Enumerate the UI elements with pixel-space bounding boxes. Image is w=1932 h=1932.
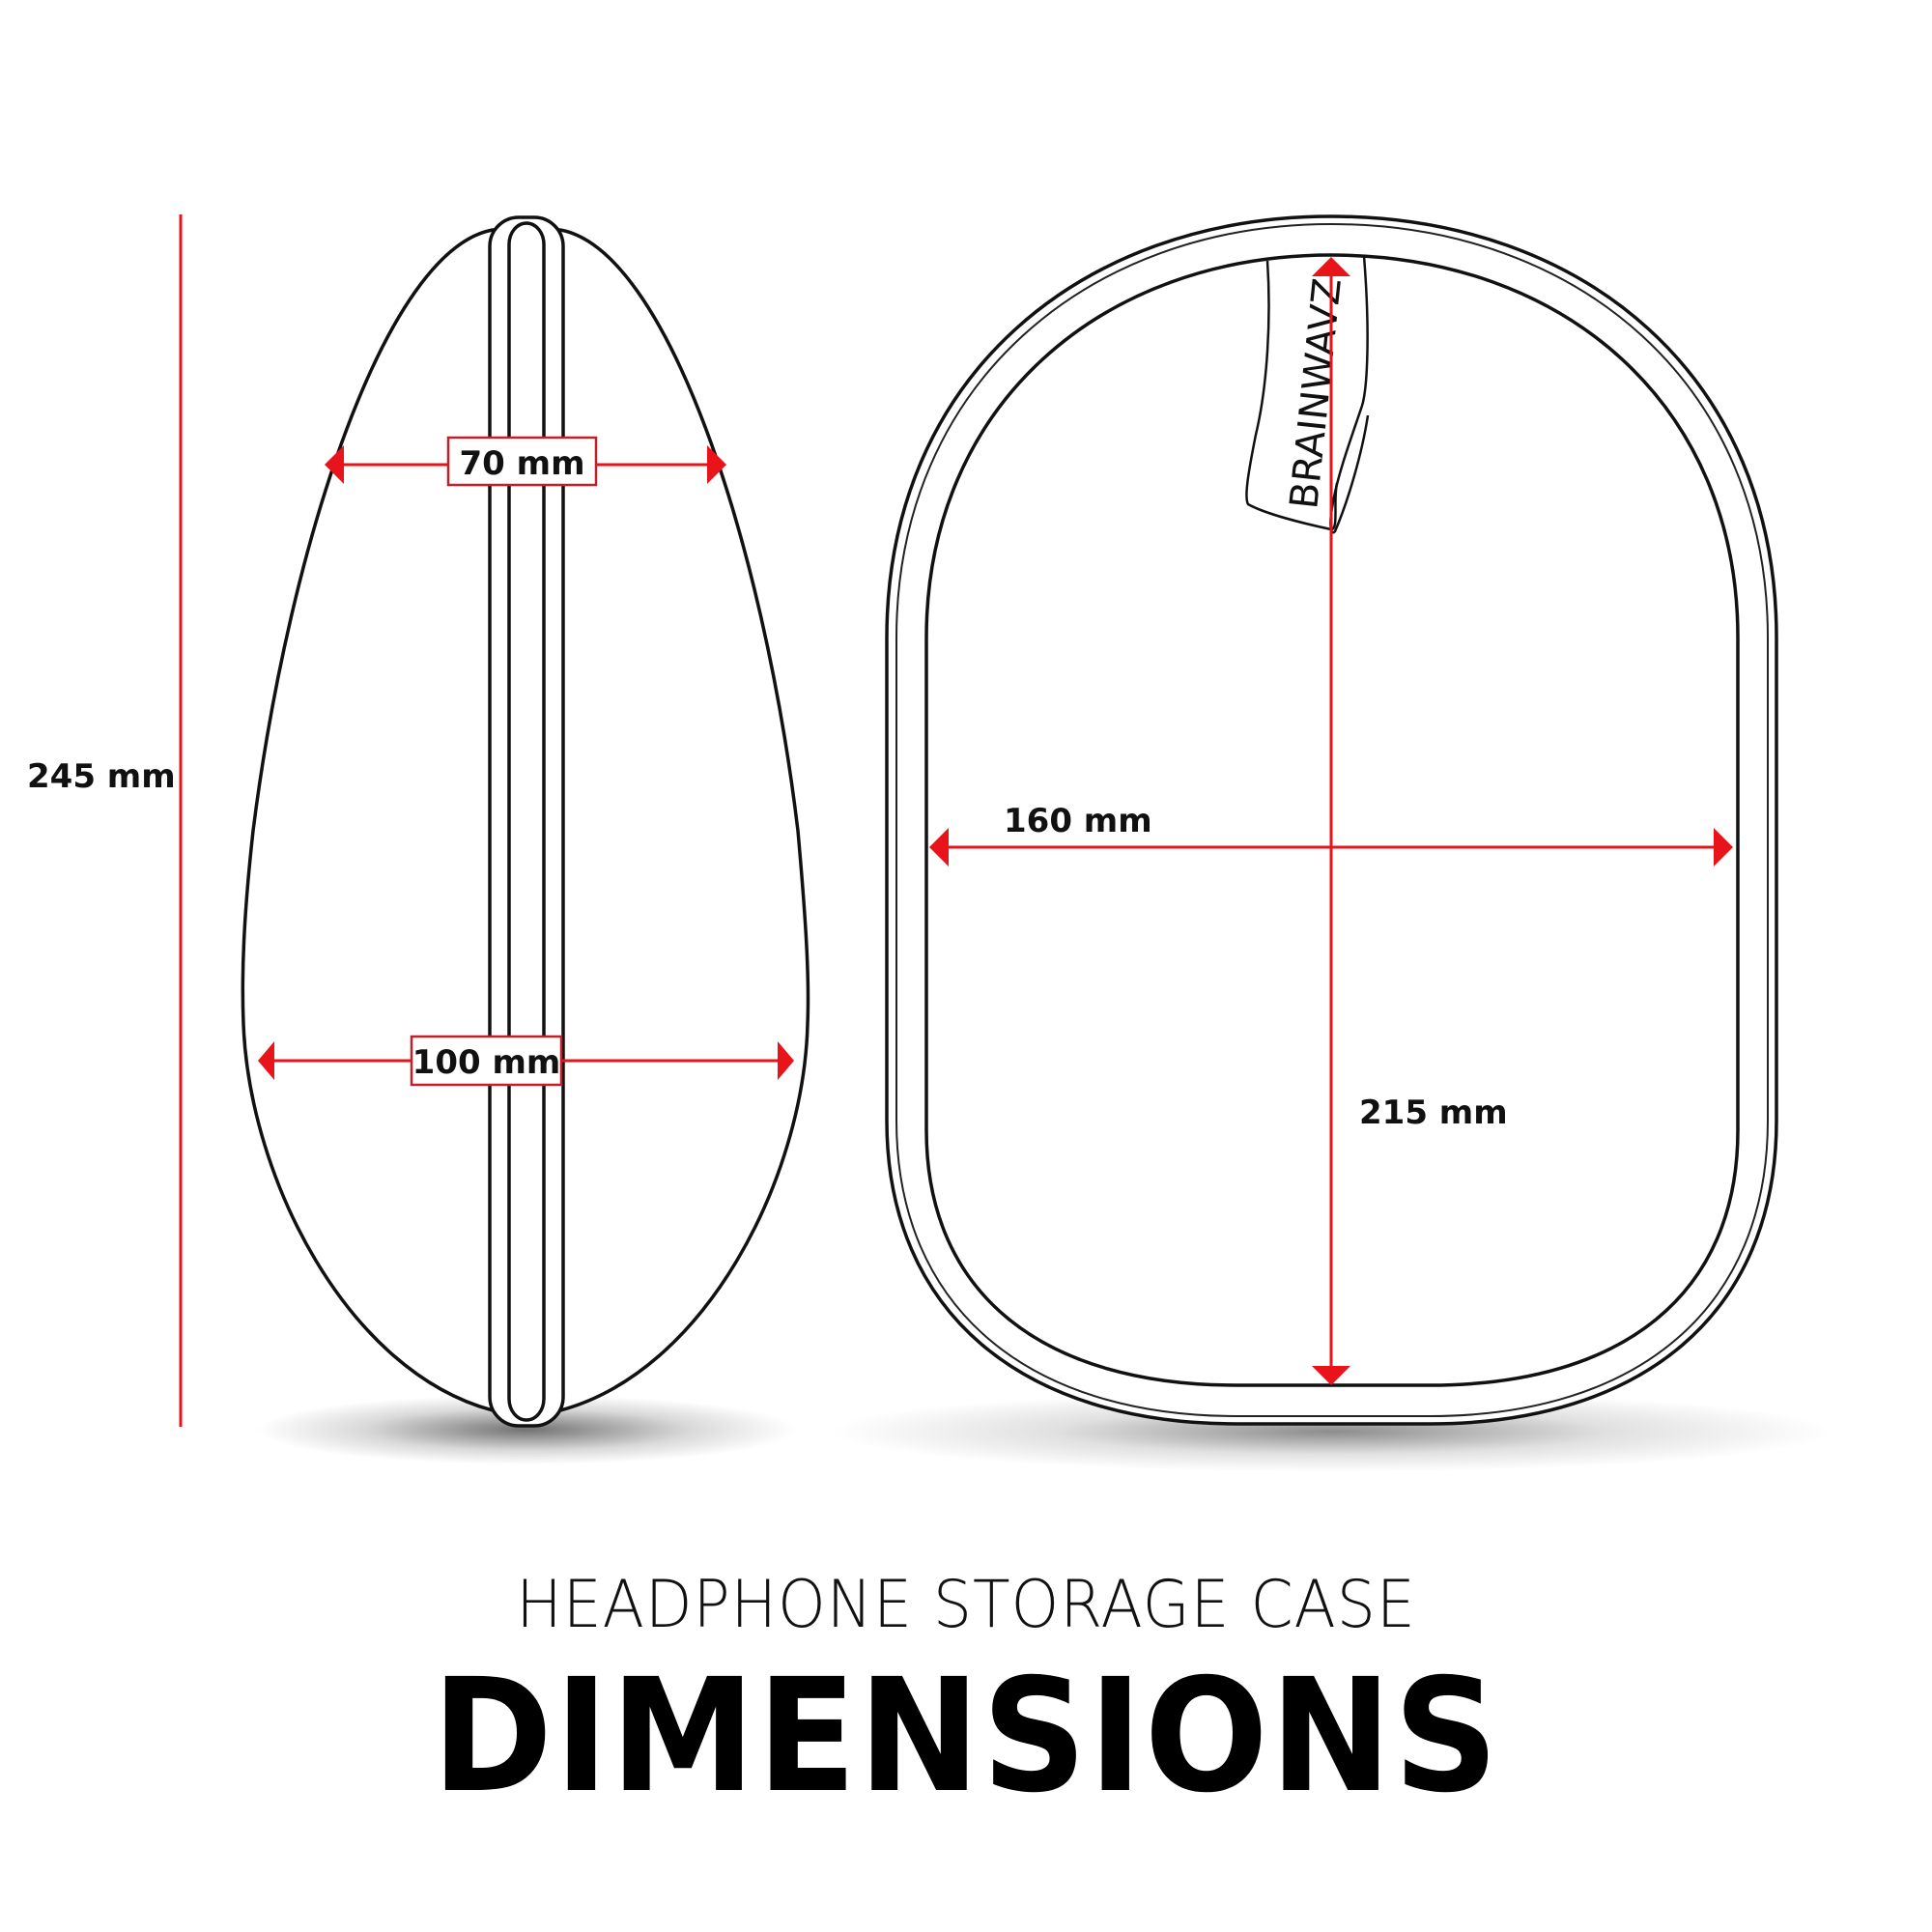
height-label-245: 245 mm (27, 757, 176, 796)
dimension-70mm: 70 mm (325, 436, 726, 487)
width-label-160: 160 mm (1004, 802, 1152, 840)
width-label-70: 70 mm (459, 444, 584, 483)
side-view (241, 215, 810, 1428)
dimension-215mm: 215 mm (1312, 257, 1508, 1385)
side-view-shadow (256, 1395, 797, 1464)
height-label-215: 215 mm (1359, 1094, 1508, 1132)
arrowhead-down-icon (1312, 1366, 1350, 1385)
zipper-inner (507, 221, 546, 1422)
tag-body (1245, 260, 1339, 531)
front-view-shadow (829, 1391, 1833, 1472)
front-view-seam-outline (895, 222, 1769, 1417)
subtitle: HEADPHONE STORAGE CASE (516, 1567, 1416, 1643)
arrowhead-right-icon (778, 1041, 794, 1080)
arrowhead-up-icon (1312, 257, 1350, 276)
arrowhead-right-icon (707, 445, 726, 484)
arrowhead-right-icon (1714, 828, 1733, 867)
width-label-100: 100 mm (412, 1043, 561, 1082)
arrowhead-left-icon (258, 1041, 274, 1080)
label-box-100 (410, 1035, 563, 1087)
dimension-100mm: 100 mm (258, 1035, 794, 1087)
arrowhead-left-icon (325, 445, 344, 484)
arrowhead-left-icon (929, 828, 949, 867)
page-title: DIMENSIONS (432, 1646, 1500, 1828)
dimension-160mm: 160 mm (929, 802, 1733, 867)
label-box-70 (446, 436, 598, 487)
